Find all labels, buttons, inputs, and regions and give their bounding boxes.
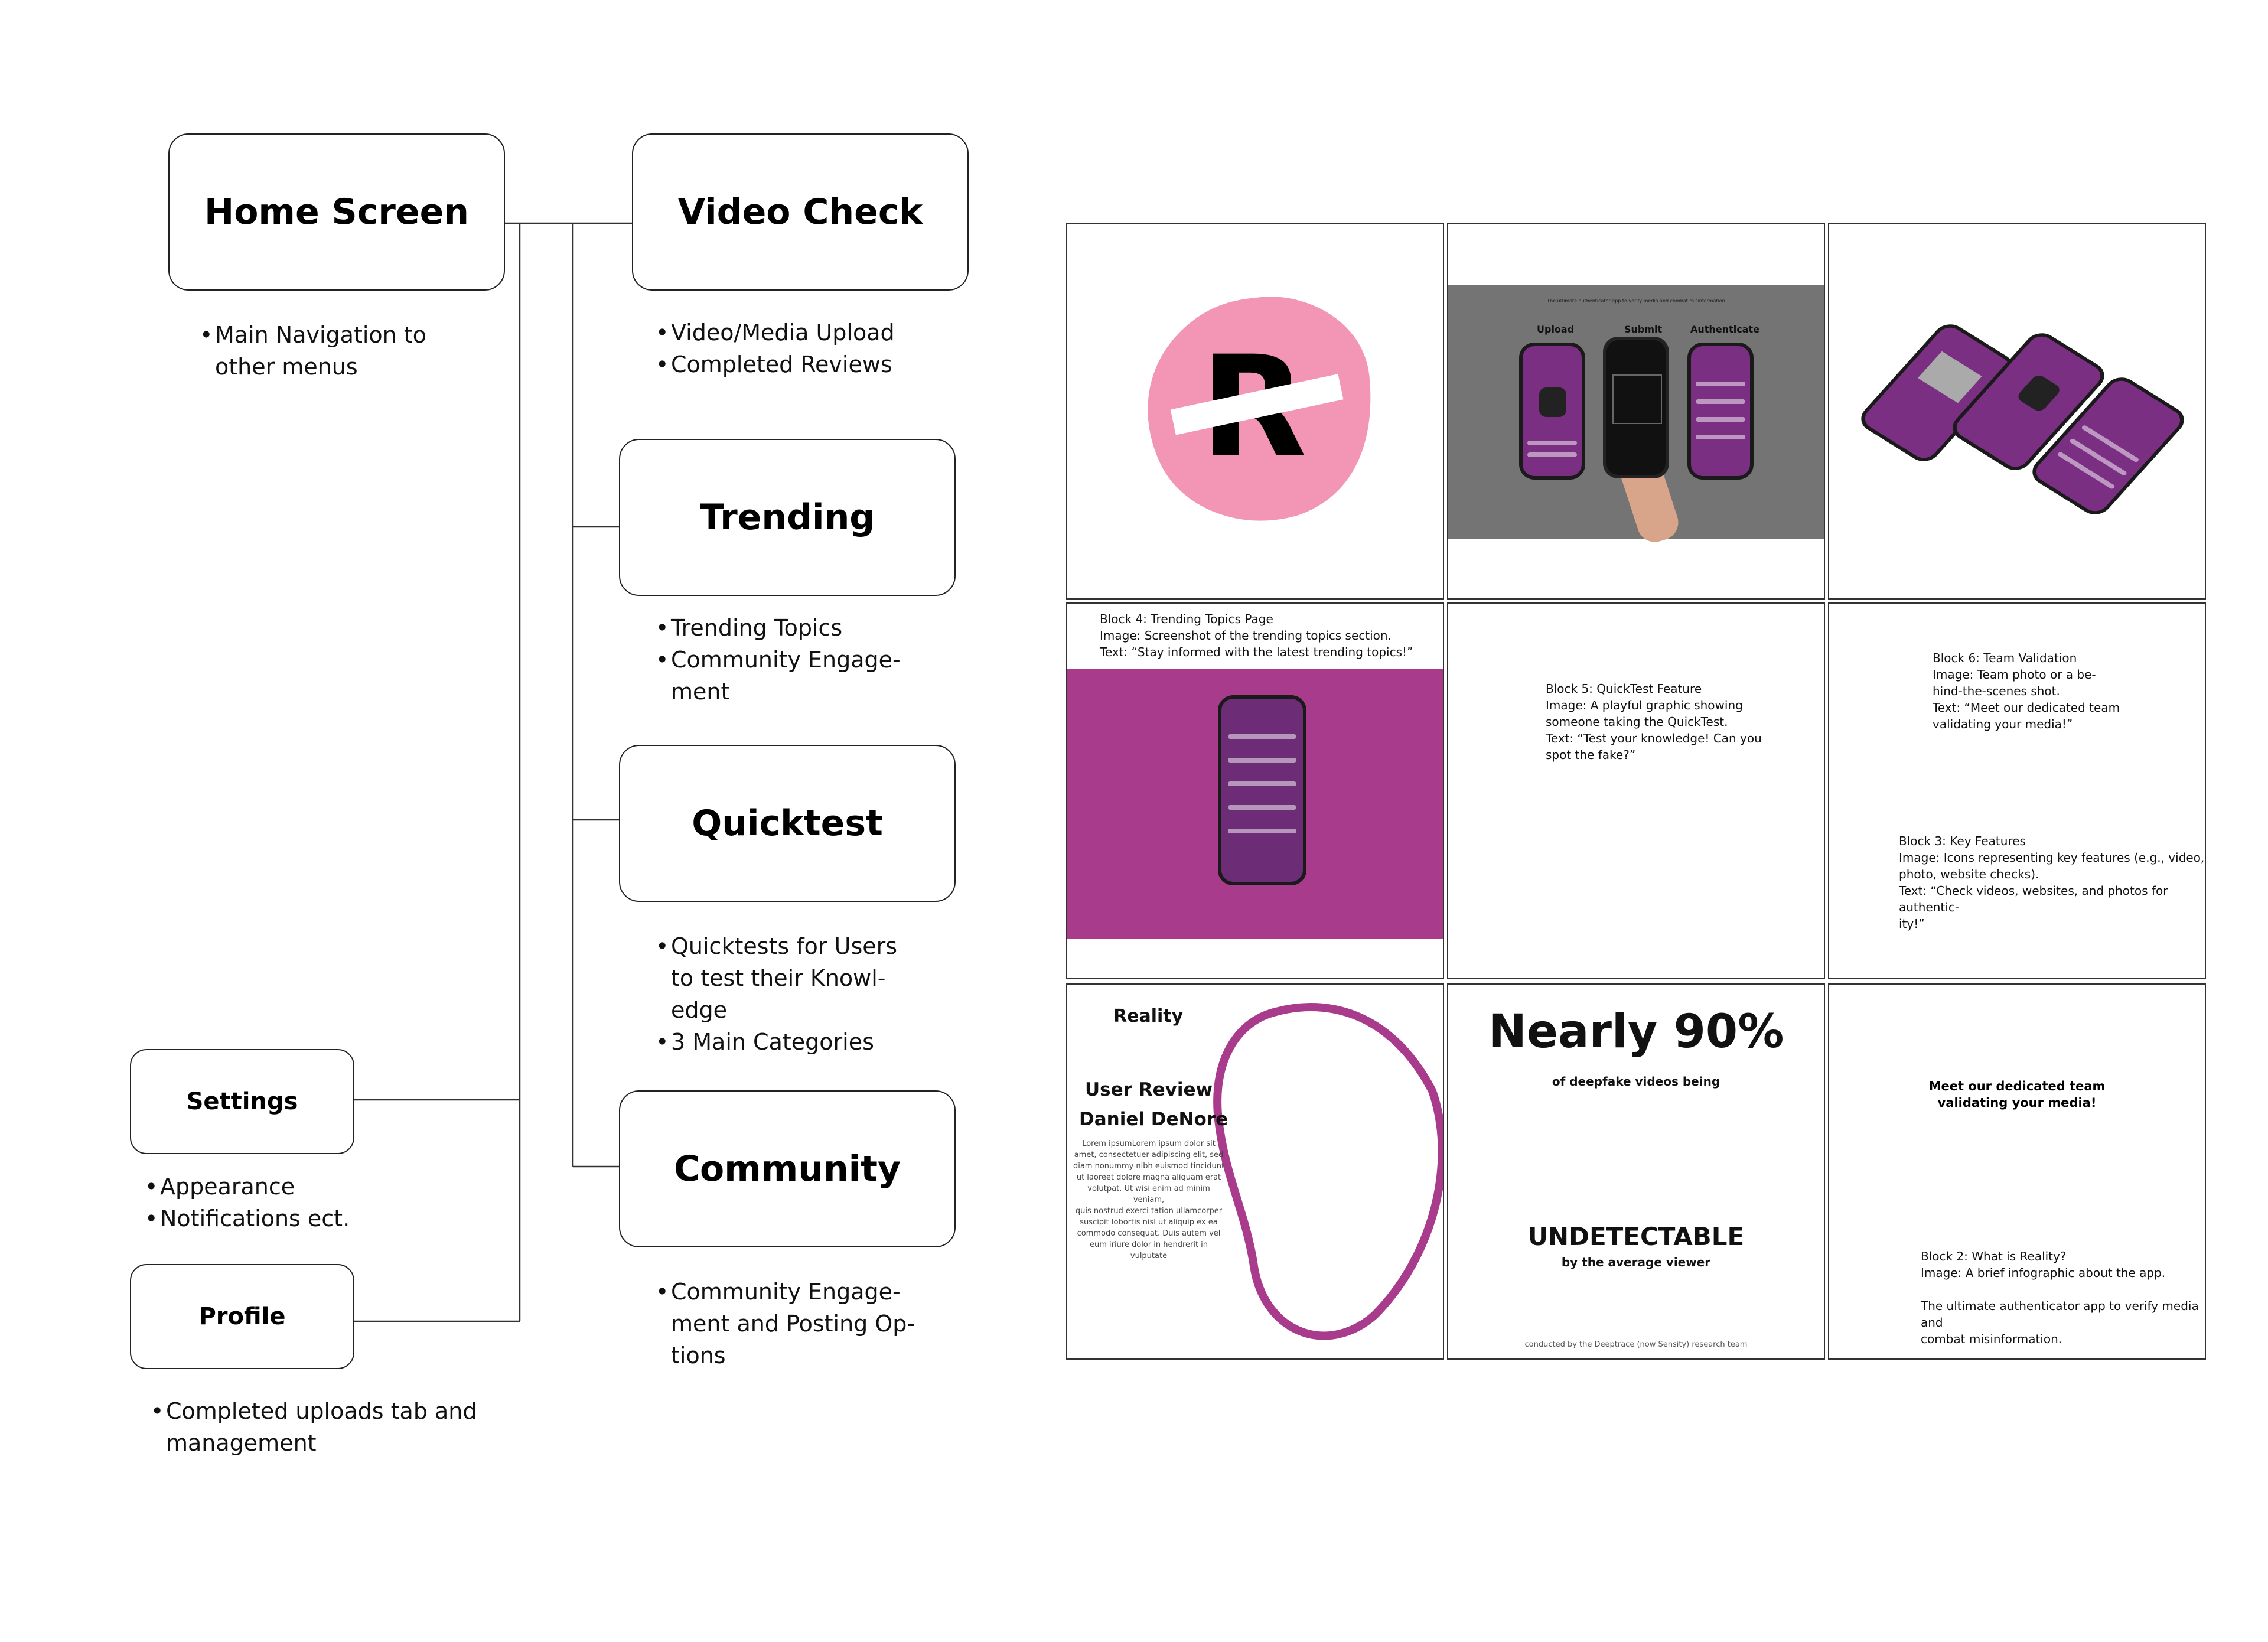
authenticate-phone <box>1687 343 1754 480</box>
mockup-video-thumb <box>1918 351 1982 403</box>
video-check-bullets: •Video/Media Upload •Completed Reviews <box>656 317 895 380</box>
phone-mockups-tile <box>1828 223 2206 600</box>
video-check-bullet-1: Video/Media Upload <box>671 317 895 348</box>
deepfake-stats-tile: Nearly 90% of deepfake videos being UNDE… <box>1447 983 1825 1360</box>
quicktest-node: Quicktest <box>619 745 956 902</box>
profile-label: Profile <box>198 1303 285 1330</box>
submit-label: Submit <box>1624 324 1662 335</box>
community-label: Community <box>674 1148 901 1190</box>
community-bullets: •Community Engage- ment and Posting Op- … <box>656 1276 915 1371</box>
reviewer-name: Daniel DeNore <box>1079 1109 1209 1130</box>
home-screen-label: Home Screen <box>204 191 469 233</box>
quicktest-bullet-1: Quicktests for Users to test their Knowl… <box>671 930 897 1026</box>
trending-node: Trending <box>619 439 956 596</box>
trending-bullet-1: Trending Topics <box>671 612 842 644</box>
trending-bullets: •Trending Topics •Community Engage- ment <box>656 612 901 708</box>
phones-hand-tile: The ultimate authenticator app to verify… <box>1447 223 1825 600</box>
tile9-text: Block 2: What is Reality? Image: A brief… <box>1921 1248 2205 1347</box>
settings-bullet-1: Appearance <box>160 1171 295 1203</box>
profile-node: Profile <box>130 1264 354 1369</box>
tile5-text: Block 5: QuickTest Feature Image: A play… <box>1546 680 1762 763</box>
submit-phone <box>1603 337 1669 478</box>
tile4-text: Block 4: Trending Topics Page Image: Scr… <box>1100 611 1413 660</box>
reality-logo-icon: R <box>1067 224 1444 600</box>
trending-label: Trending <box>700 497 875 538</box>
upload-phone <box>1519 343 1585 480</box>
team-validation-tile: Block 6: Team Validation Image: Team pho… <box>1828 602 2206 979</box>
settings-bullets: •Appearance •Notifications ect. <box>145 1171 350 1234</box>
review-lorem: Lorem ipsumLorem ipsum dolor sit amet, c… <box>1072 1138 1226 1262</box>
reality-title: Reality <box>1113 1006 1183 1027</box>
user-review-heading: User Review <box>1085 1079 1203 1100</box>
community-node: Community <box>619 1090 956 1247</box>
trending-topics-tile: Block 4: Trending Topics Page Image: Scr… <box>1066 602 1444 979</box>
home-screen-node: Home Screen <box>168 133 505 291</box>
team-heading: Meet our dedicated team validating your … <box>1829 1078 2205 1111</box>
community-bullet-1: Community Engage- ment and Posting Op- t… <box>671 1276 915 1371</box>
video-check-label: Video Check <box>678 191 923 233</box>
video-check-node: Video Check <box>632 133 969 291</box>
stats-headline: Nearly 90% <box>1448 1005 1824 1058</box>
quicktest-label: Quicktest <box>692 803 883 844</box>
what-is-reality-tile: Meet our dedicated team validating your … <box>1828 983 2206 1360</box>
stats-big-sub: by the average viewer <box>1448 1255 1824 1269</box>
stats-footer: conducted by the Deeptrace (now Sensity)… <box>1448 1340 1824 1349</box>
logo-tile: R <box>1066 223 1444 600</box>
trending-bullet-2: Community Engage- ment <box>671 644 901 708</box>
tile6-text-a: Block 6: Team Validation Image: Team pho… <box>1933 650 2120 732</box>
upload-label: Upload <box>1537 324 1574 335</box>
profile-bullets: •Completed uploads tab and management <box>151 1395 477 1459</box>
stats-sub: of deepfake videos being <box>1448 1074 1824 1089</box>
home-screen-bullets: •Main Navigation to other menus <box>200 319 426 383</box>
quicktest-bullet-2: 3 Main Categories <box>671 1026 874 1058</box>
upload-shape <box>1539 387 1566 417</box>
tile6-text-b: Block 3: Key Features Image: Icons repre… <box>1899 833 2205 932</box>
settings-label: Settings <box>187 1088 298 1115</box>
tile2-caption: The ultimate authenticator app to verify… <box>1448 298 1824 304</box>
profile-bullet-1: Completed uploads tab and management <box>166 1395 477 1459</box>
user-review-tile: Reality User Review Daniel DeNore Lorem … <box>1066 983 1444 1360</box>
settings-bullet-2: Notifications ect. <box>160 1203 350 1234</box>
settings-node: Settings <box>130 1049 354 1154</box>
quicktest-bullets: •Quicktests for Users to test their Know… <box>656 930 897 1058</box>
home-bullet-1: Main Navigation to other menus <box>215 319 426 383</box>
video-check-bullet-2: Completed Reviews <box>671 348 892 380</box>
mockup-upload-shape <box>2015 373 2062 413</box>
submit-screen-box <box>1612 374 1662 424</box>
trending-phone <box>1218 695 1306 885</box>
stats-undetectable: UNDETECTABLE <box>1448 1222 1824 1251</box>
authenticate-label: Authenticate <box>1690 324 1759 335</box>
quicktest-feature-tile: Block 5: QuickTest Feature Image: A play… <box>1447 602 1825 979</box>
